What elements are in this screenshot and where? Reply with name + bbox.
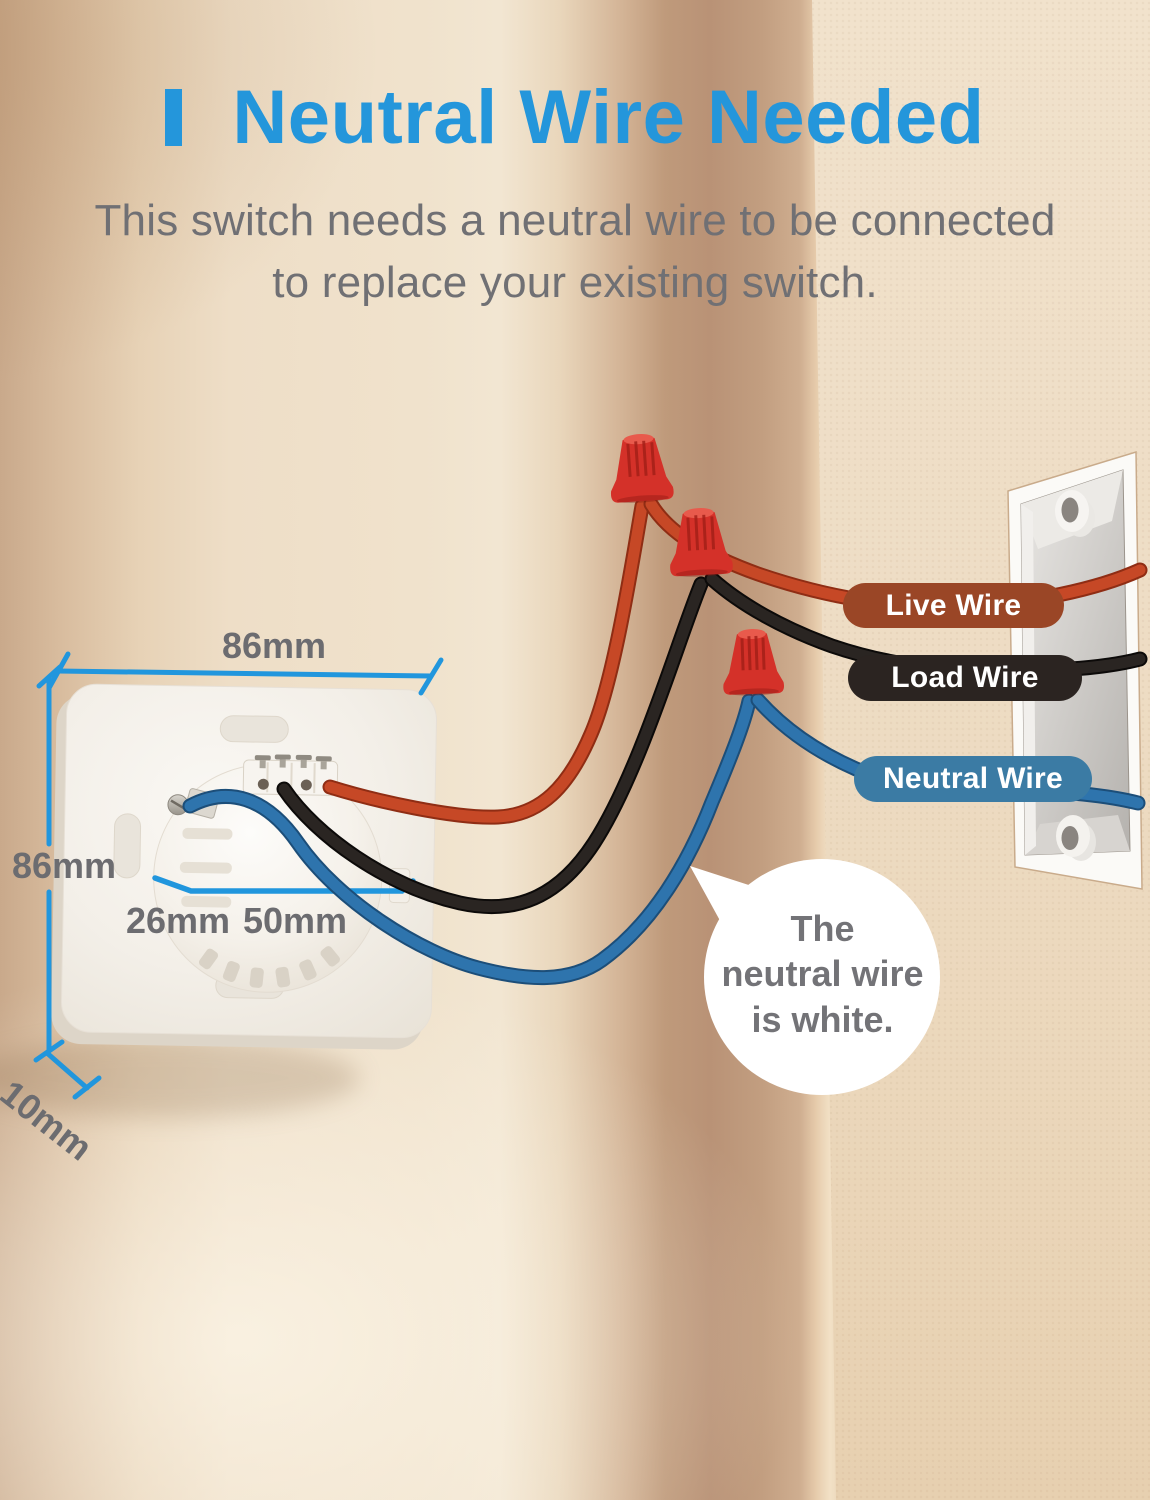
box-screw-hole-top — [1055, 490, 1095, 537]
neutral-wire-label: Neutral Wire — [854, 756, 1092, 802]
terminal-hole — [300, 779, 312, 791]
switch-shadow — [0, 1038, 360, 1118]
callout-bubble — [690, 859, 940, 1095]
wire-nut-neutral — [723, 629, 785, 696]
live-wire-label: Live Wire — [843, 583, 1064, 628]
plate-slot-left — [113, 813, 142, 879]
wire-nuts — [610, 434, 785, 696]
page-title: Neutral Wire Needed — [0, 74, 1150, 161]
callout-text: The neutral wire is white. — [721, 908, 924, 1040]
dimension-line-width — [55, 668, 434, 679]
plate-slot-top — [219, 715, 289, 743]
load-wire-label: Load Wire — [848, 655, 1082, 701]
terminal-screws — [254, 754, 332, 770]
wire-nut-load — [670, 508, 733, 577]
dimension-plate-height: 86mm — [12, 845, 117, 886]
title-text: Neutral Wire Needed — [232, 75, 985, 160]
dimension-plate-width: 86mm — [222, 625, 327, 666]
dimension-module-depth: 26mm — [126, 900, 231, 941]
dimension-module-diameter: 50mm — [243, 900, 348, 941]
wires — [182, 496, 1148, 986]
module-side-vents — [179, 827, 233, 908]
terminal-block — [242, 754, 339, 796]
wire-nut-live — [610, 434, 674, 503]
module-vent-slats — [198, 946, 340, 988]
dimension-line-thickness — [44, 1050, 90, 1091]
terminal-hole — [257, 778, 269, 790]
subtitle: This switch needs a neutral wire to be c… — [94, 196, 1056, 308]
title-accent-bar-icon — [165, 89, 183, 146]
box-screw-hole-bottom — [1056, 815, 1096, 861]
